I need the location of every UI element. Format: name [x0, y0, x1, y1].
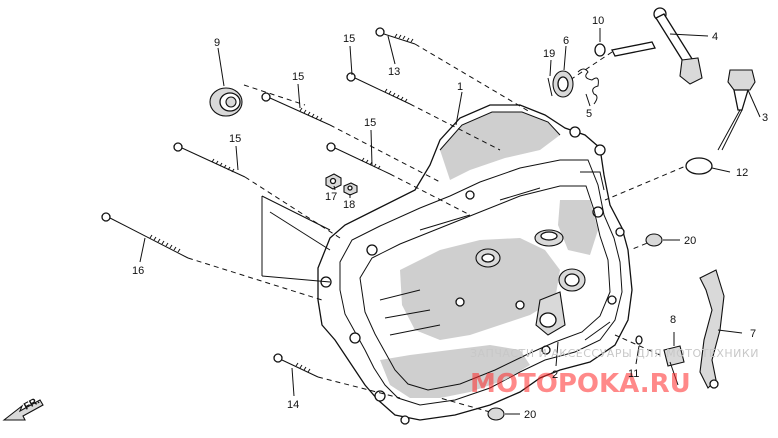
callout-15-top: 15 — [343, 33, 355, 45]
assembly-lines — [187, 43, 701, 413]
callout-6: 6 — [563, 35, 569, 47]
callout-12: 12 — [736, 167, 748, 179]
bolt-14 — [273, 353, 319, 378]
callout-20-lower: 20 — [524, 409, 536, 421]
callout-5: 5 — [586, 108, 592, 120]
dipstick-3 — [717, 69, 756, 151]
callout-18: 18 — [343, 199, 355, 211]
callout-4: 4 — [712, 31, 718, 43]
callout-labels: 1 2 3 4 5 6 7 8 9 10 11 12 13 14 15 15 1… — [22, 15, 768, 421]
bolt-8 — [663, 345, 685, 386]
callout-8: 8 — [670, 314, 676, 326]
nut-18 — [343, 182, 358, 196]
callout-9: 9 — [214, 37, 220, 49]
callout-20-upper: 20 — [684, 235, 696, 247]
crankcase-cover — [317, 104, 633, 425]
callout-15-upper-left: 15 — [292, 71, 304, 83]
callout-10: 10 — [592, 15, 604, 27]
bracket-7 — [699, 269, 725, 389]
callout-16: 16 — [132, 265, 144, 277]
leader-lines — [139, 28, 761, 415]
callout-15-middle: 15 — [364, 117, 376, 129]
collar-6 — [552, 70, 574, 98]
bolt-set — [101, 27, 416, 378]
watermark-tagline: ЗАПЧАСТИ И АКСЕССУАРЫ ДЛЯ МОТОТЕХНИКИ — [470, 347, 759, 360]
callout-2: 2 — [552, 369, 558, 381]
bolt-15-upper-left — [261, 92, 331, 126]
front-direction-label: FR. — [22, 395, 42, 412]
washer-11 — [635, 335, 643, 345]
watermark-site: MOTOPOKA.RU — [470, 369, 691, 399]
bolt-13 — [375, 27, 416, 45]
o-ring-10 — [594, 43, 606, 57]
oil-seal-9 — [209, 87, 243, 117]
cover-gasket — [359, 185, 611, 391]
callout-11: 11 — [628, 368, 639, 380]
front-arrow — [2, 399, 44, 421]
callout-3: 3 — [762, 112, 768, 124]
callout-14: 14 — [287, 399, 299, 411]
callout-15-left: 15 — [229, 133, 241, 145]
bolt-16 — [101, 212, 189, 259]
bolt-15-left — [173, 142, 246, 178]
pin-19 — [547, 77, 553, 97]
callout-1: 1 — [457, 81, 463, 93]
bolt-15-top — [346, 72, 411, 105]
o-ring-12 — [685, 157, 713, 175]
spring-5 — [577, 68, 599, 105]
callout-13: 13 — [388, 66, 400, 78]
callout-7: 7 — [750, 328, 756, 340]
arm-4 — [611, 7, 703, 85]
nut-17 — [325, 173, 342, 190]
callout-19: 19 — [543, 48, 555, 60]
dowel-20-lower — [487, 407, 505, 421]
dowel-20-upper — [645, 233, 663, 247]
callout-17: 17 — [325, 191, 337, 203]
bolt-15-middle — [326, 142, 391, 175]
watermark: ЗАПЧАСТИ И АКСЕССУАРЫ ДЛЯ МОТОТЕХНИКИ MO… — [470, 347, 759, 399]
